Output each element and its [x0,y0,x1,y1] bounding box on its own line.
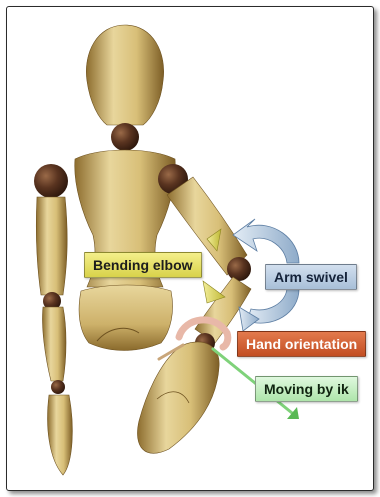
bending-elbow-label: Bending elbow [84,252,202,278]
figure-frame: Bending elbow Arm swivel Hand orientatio… [6,6,374,491]
right-elbow-joint [227,257,251,281]
left-arm [36,197,72,475]
right-hand [137,342,219,453]
left-shoulder-joint [34,164,68,198]
mannequin-illustration [7,7,373,490]
arm-swivel-label: Arm swivel [265,264,357,290]
neck-joint [111,123,139,151]
moving-by-ik-label: Moving by ik [255,376,358,402]
mannequin-head [86,25,163,125]
hand-orientation-label: Hand orientation [237,331,366,357]
